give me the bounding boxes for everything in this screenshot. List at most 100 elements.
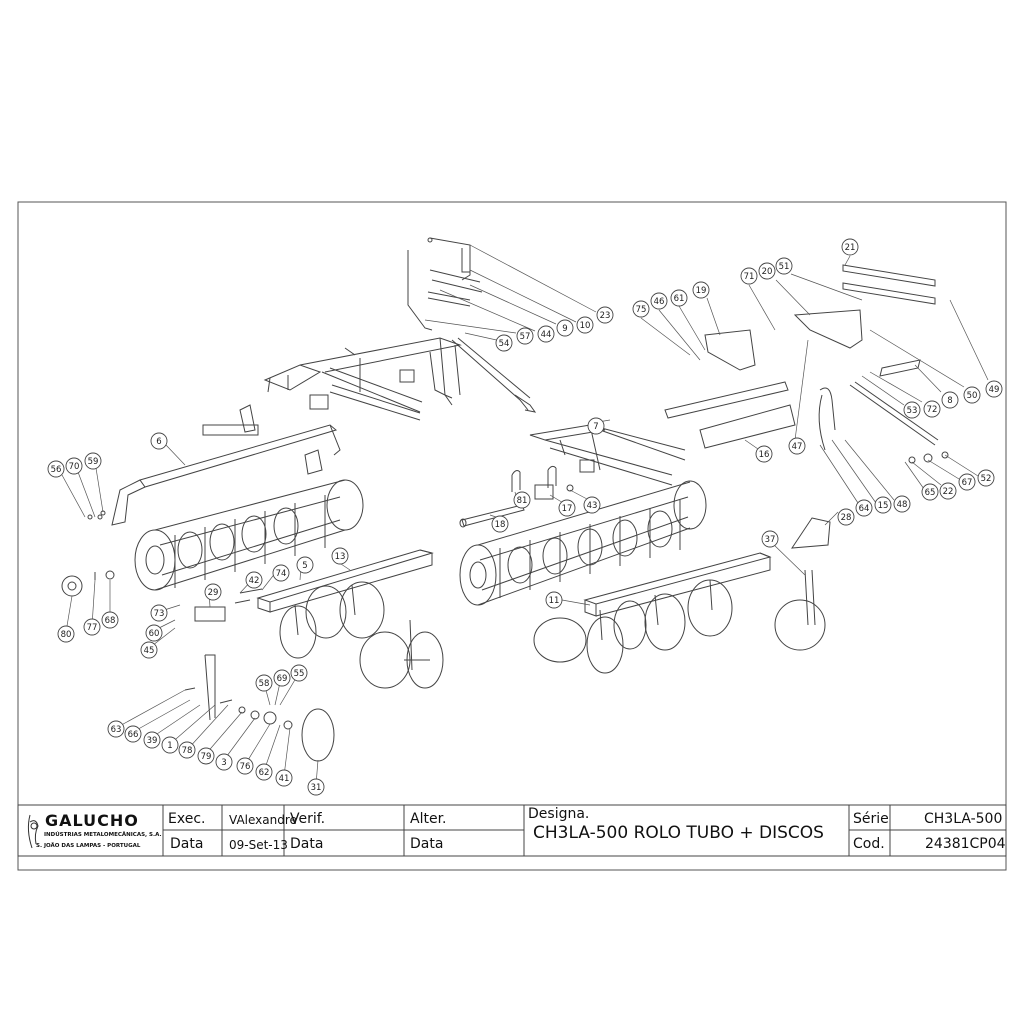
callout-circle — [874, 496, 892, 514]
drawing-frame — [17, 201, 1007, 871]
callout-circle — [178, 741, 196, 759]
callout-circle — [985, 380, 1003, 398]
designation-label: Designa. — [528, 806, 590, 822]
callout-number: 63 — [111, 725, 122, 735]
verif-data-label: Data — [290, 836, 324, 852]
callout-37: 37 — [761, 530, 779, 548]
callout-circle — [558, 499, 576, 517]
callout-number: 28 — [841, 513, 852, 523]
callout-circle — [101, 611, 119, 629]
callout-number: 53 — [907, 406, 918, 416]
callout-circle — [758, 262, 776, 280]
callout-circle — [958, 473, 976, 491]
callout-circle — [941, 391, 959, 409]
alter-data-label: Data — [410, 836, 444, 852]
callout-79: 79 — [197, 747, 215, 765]
cod-label: Cod. — [853, 836, 885, 852]
callout-number: 72 — [927, 405, 938, 415]
callout-46: 46 — [650, 292, 668, 310]
callout-circle — [57, 625, 75, 643]
callout-circle — [204, 583, 222, 601]
exploded-parts-view — [61, 237, 949, 762]
callout-circle — [124, 725, 142, 743]
callout-41: 41 — [275, 769, 293, 787]
left-discs — [204, 581, 444, 762]
callout-43: 43 — [583, 496, 601, 514]
callout-number: 55 — [294, 669, 305, 679]
callout-9: 9 — [556, 319, 574, 337]
callout-circle — [939, 482, 957, 500]
callout-number: 80 — [61, 630, 72, 640]
callout-number: 66 — [128, 730, 139, 740]
callout-80: 80 — [57, 625, 75, 643]
designation-value: CH3LA-500 ROLO TUBO + DISCOS — [533, 823, 824, 843]
callout-number: 52 — [981, 474, 992, 484]
callout-45: 45 — [140, 641, 158, 659]
callout-70: 70 — [65, 457, 83, 475]
callout-circle — [272, 564, 290, 582]
callout-number: 22 — [943, 487, 954, 497]
callout-1: 1 — [161, 736, 179, 754]
callout-17: 17 — [558, 499, 576, 517]
serie-label: Série — [853, 811, 889, 827]
callout-circle — [84, 452, 102, 470]
callout-circle — [576, 316, 594, 334]
callout-57: 57 — [516, 327, 534, 345]
callout-number: 47 — [792, 442, 803, 452]
callout-29: 29 — [204, 583, 222, 601]
callout-number: 75 — [636, 305, 647, 315]
callout-number: 60 — [149, 629, 160, 639]
callout-circle — [255, 763, 273, 781]
callout-number: 49 — [989, 385, 1000, 395]
callout-31: 31 — [307, 778, 325, 796]
callout-circle — [923, 400, 941, 418]
callout-number: 71 — [744, 272, 755, 282]
right-disc-beam-11 — [583, 552, 772, 641]
callout-circle — [788, 437, 806, 455]
callout-circle — [513, 491, 531, 509]
callout-circle — [963, 386, 981, 404]
callout-11: 11 — [545, 591, 563, 609]
callout-circle — [775, 257, 793, 275]
callout-number: 44 — [541, 330, 552, 340]
callout-number: 37 — [765, 535, 776, 545]
callout-number: 6 — [156, 437, 161, 447]
callout-circle — [740, 267, 758, 285]
callout-number: 20 — [762, 267, 773, 277]
company-name: GALUCHO — [45, 811, 139, 830]
callout-number: 67 — [962, 478, 973, 488]
callout-number: 69 — [277, 674, 288, 684]
callout-68: 68 — [101, 611, 119, 629]
callout-number: 54 — [499, 339, 510, 349]
callout-54: 54 — [495, 334, 513, 352]
callout-55: 55 — [290, 664, 308, 682]
callout-10: 10 — [576, 316, 594, 334]
callout-number: 62 — [259, 768, 270, 778]
callout-circle — [150, 604, 168, 622]
callout-52: 52 — [977, 469, 995, 487]
callout-number: 8 — [947, 396, 952, 406]
callout-circle — [296, 556, 314, 574]
callout-48: 48 — [893, 495, 911, 513]
callout-circle — [107, 720, 125, 738]
callout-number: 81 — [517, 496, 528, 506]
left-disc-beam-13 — [256, 549, 434, 636]
callout-circle — [150, 432, 168, 450]
callout-51: 51 — [775, 257, 793, 275]
callout-number: 74 — [276, 569, 287, 579]
callout-circle — [670, 289, 688, 307]
callout-circle — [903, 401, 921, 419]
callout-19: 19 — [692, 281, 710, 299]
callout-15: 15 — [874, 496, 892, 514]
callout-circle — [596, 306, 614, 324]
callout-circle — [692, 281, 710, 299]
callout-18: 18 — [491, 515, 509, 533]
callout-66: 66 — [124, 725, 142, 743]
callout-circle — [516, 327, 534, 345]
callout-circle — [83, 618, 101, 636]
callout-number: 11 — [549, 596, 560, 606]
callout-56: 56 — [47, 460, 65, 478]
callout-circle — [161, 736, 179, 754]
right-roller-7 — [459, 480, 707, 606]
